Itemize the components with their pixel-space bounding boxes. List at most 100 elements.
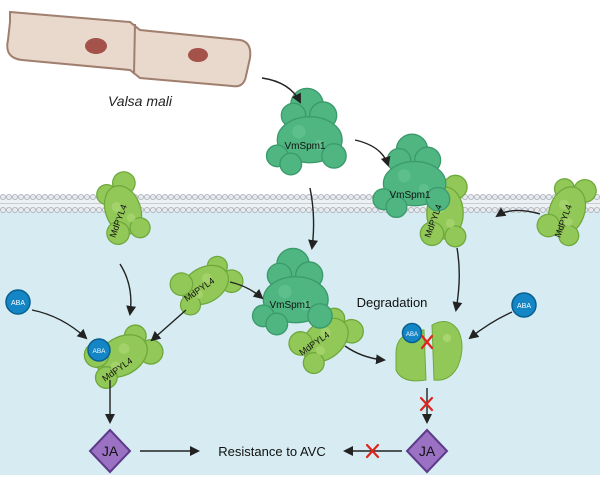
lipid-head <box>227 206 234 213</box>
lipid-head <box>269 206 276 213</box>
lipid-head <box>251 206 258 213</box>
lipid-head <box>60 193 67 200</box>
lipid-head <box>473 193 480 200</box>
lipid-head <box>491 206 498 213</box>
lipid-head <box>317 206 324 213</box>
lipid-head <box>90 206 97 213</box>
lipid-head <box>161 193 168 200</box>
lipid-head <box>215 206 222 213</box>
arrow-icon <box>261 77 301 104</box>
lipid-head <box>227 193 234 200</box>
lipid-head <box>203 206 210 213</box>
arrow-icon <box>452 247 463 312</box>
lipid-head <box>185 193 192 200</box>
lipid-head <box>0 206 6 213</box>
lipid-head <box>23 193 30 200</box>
arrow-icon <box>468 311 513 340</box>
lipid-head <box>329 206 336 213</box>
ja-label-right: JA <box>419 443 436 459</box>
lipid-head <box>221 193 228 200</box>
arrow-icon <box>229 281 264 300</box>
lipid-head <box>497 206 504 213</box>
lipid-head <box>29 206 36 213</box>
lipid-head <box>419 206 426 213</box>
lipid-head <box>287 193 294 200</box>
arrow-icon <box>354 139 391 167</box>
aba-label-bound: ABA <box>92 348 106 355</box>
lipid-head <box>263 206 270 213</box>
lipid-head <box>413 206 420 213</box>
lipid-head <box>528 193 535 200</box>
lipid-head <box>42 206 49 213</box>
lipid-head <box>0 193 6 200</box>
lipid-head <box>48 206 55 213</box>
lipid-head <box>534 193 541 200</box>
outcome-label: Resistance to AVC <box>218 444 325 459</box>
arrow-icon <box>119 263 137 316</box>
lipid-head <box>36 193 43 200</box>
lipid-head <box>209 193 216 200</box>
lipid-head <box>407 206 414 213</box>
vmspm1-label-2: VmSpm1 <box>389 190 431 201</box>
lipid-head <box>245 193 252 200</box>
degradation-label: Degradation <box>357 295 428 310</box>
lipid-head <box>173 193 180 200</box>
aba-label-free-left: ABA <box>11 300 25 307</box>
lipid-head <box>239 193 246 200</box>
lipid-head <box>335 193 342 200</box>
lipid-head <box>540 193 547 200</box>
lipid-head <box>257 193 264 200</box>
lipid-head <box>173 206 180 213</box>
lipid-head <box>546 193 553 200</box>
aba-molecule-icon <box>87 338 111 362</box>
lipid-head <box>78 193 85 200</box>
lipid-head <box>137 193 144 200</box>
lipid-head <box>257 206 264 213</box>
lipid-head <box>479 193 486 200</box>
lipid-head <box>215 193 222 200</box>
lipid-head <box>191 193 198 200</box>
ja-diamond-icon <box>405 428 449 474</box>
lipid-head <box>6 193 12 200</box>
lipid-head <box>197 206 204 213</box>
lipid-head <box>11 193 18 200</box>
lipid-head <box>359 206 366 213</box>
lipid-head <box>516 193 523 200</box>
inhibition-x-icon <box>365 443 380 459</box>
lipid-head <box>11 206 18 213</box>
lipid-head <box>191 206 198 213</box>
ja-diamond-icon <box>88 428 132 474</box>
lipid-head <box>353 206 360 213</box>
lipid-head <box>42 193 49 200</box>
lipid-head <box>84 206 91 213</box>
fungal-hypha-icon <box>6 10 252 88</box>
lipid-head <box>281 206 288 213</box>
lipid-head <box>594 207 600 213</box>
lipid-head <box>347 206 354 213</box>
lipid-head <box>72 193 79 200</box>
lipid-head <box>54 206 61 213</box>
lipid-head <box>534 206 541 213</box>
lipid-head <box>365 193 372 200</box>
aba-molecule-icon <box>5 289 31 315</box>
lipid-head <box>29 193 36 200</box>
lipid-head <box>329 193 336 200</box>
lipid-head <box>365 206 372 213</box>
lipid-head <box>341 193 348 200</box>
lipid-head <box>233 193 240 200</box>
lipid-head <box>84 193 91 200</box>
lipid-head <box>90 193 97 200</box>
lipid-head <box>479 206 486 213</box>
lipid-head <box>78 206 85 213</box>
lipid-head <box>275 206 282 213</box>
arrow-icon <box>344 345 386 365</box>
lipid-head <box>72 206 79 213</box>
lipid-head <box>467 206 474 213</box>
lipid-head <box>66 193 73 200</box>
lipid-head <box>179 206 186 213</box>
lipid-head <box>299 206 306 213</box>
arrow-icon <box>31 309 88 340</box>
arrow-icon <box>150 309 187 342</box>
